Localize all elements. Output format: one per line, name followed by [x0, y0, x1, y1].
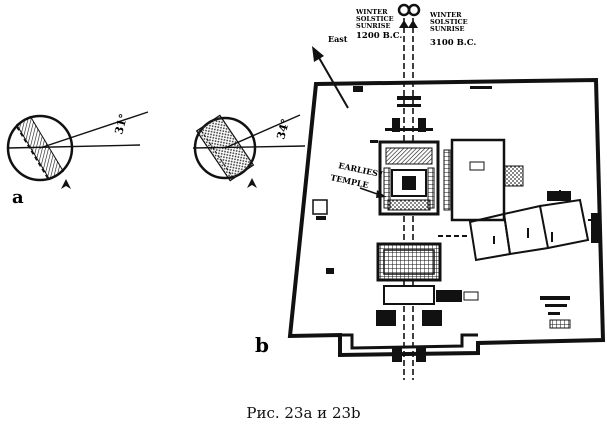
figure-b-reference-line: [192, 145, 306, 149]
figure-b-angle-label: 34°: [274, 117, 292, 140]
west-details: [312, 86, 363, 274]
solstice-right-line-2: SOLSTICE: [430, 18, 468, 26]
figure-a-label: a: [12, 187, 24, 208]
east-building: [443, 138, 524, 222]
solstice-left-line-1: WINTER: [355, 8, 388, 16]
solstice-left-line-2: SOLSTICE: [356, 15, 394, 23]
pylon-gates: [385, 96, 433, 132]
figure-b-north-arrow-icon: [247, 178, 257, 188]
hypostyle-hall: [376, 242, 442, 282]
axis-arrow-icon: [399, 20, 418, 28]
east-label: East: [328, 34, 348, 44]
east-annexes: [468, 190, 600, 262]
figure-caption: Рис. 23а и 23b: [246, 404, 361, 422]
figure-a-reference-line: [7, 144, 141, 149]
east-arrow-icon: [312, 46, 324, 62]
solstice-right-line-3: SUNRISE: [430, 25, 464, 33]
figure-a-angle-line: [39, 111, 149, 149]
forecourt: [376, 285, 479, 326]
solstice-label-left: WINTER SOLSTICE SUNRISE 1200 B.C.: [355, 8, 402, 41]
figure-b-angle-line: [224, 114, 301, 149]
solstice-right-line-1: WINTER: [429, 11, 462, 19]
temple-plan: WINTER SOLSTICE SUNRISE 1200 B.C. WINTER…: [287, 3, 606, 380]
figure-b-compass: 34°: [192, 114, 306, 188]
earliest-temple-label: EARLIEST TEMPLE: [330, 160, 386, 198]
solstice-left-line-4: 1200 B.C.: [356, 31, 402, 41]
solstice-right-line-4: 3100 B.C.: [430, 38, 476, 48]
earliest-temple-block: [378, 140, 440, 216]
plan-annotations: [370, 86, 571, 329]
south-gate: [340, 333, 478, 350]
figure-b-label: b: [255, 333, 269, 357]
solstice-label-right: WINTER SOLSTICE SUNRISE 3100 B.C.: [429, 11, 476, 48]
solstice-left-line-3: SUNRISE: [356, 22, 390, 30]
figure-a: 31° a: [6, 111, 149, 208]
figure-a-circle-group: 31°: [6, 111, 149, 189]
figure-a-north-arrow-icon: [61, 179, 71, 189]
sun-symbol-icon: [397, 3, 421, 17]
outer-gate: [392, 346, 426, 362]
enclosure-wall: [287, 77, 606, 358]
east-arrow: East: [312, 34, 349, 109]
earliest-temple-pointer-icon: [376, 190, 386, 198]
figure-a-angle-label: 31°: [112, 112, 130, 135]
